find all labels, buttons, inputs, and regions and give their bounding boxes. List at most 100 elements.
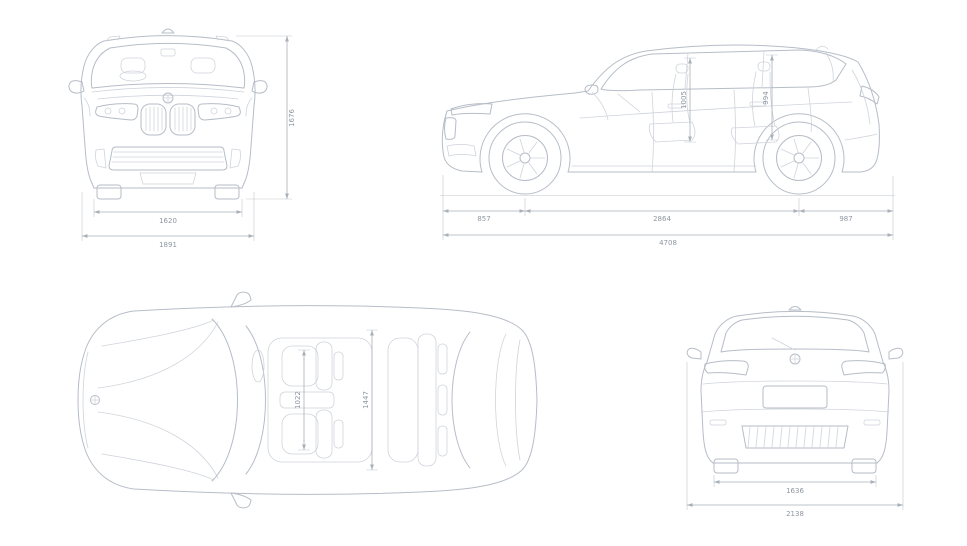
side-view: 1005 994 857 2864 987 4708: [440, 44, 895, 247]
fender-crease-right: [245, 97, 253, 117]
ext-rear-track: [713, 475, 877, 487]
quarter-window-line: [825, 52, 834, 83]
mirror-top-right: [230, 492, 252, 509]
skid-plate: [139, 172, 197, 185]
ext-height: [236, 35, 292, 200]
dim-label-rear-track: 1636: [786, 487, 804, 495]
front-wheel: [488, 121, 562, 195]
mirror-left: [68, 80, 85, 94]
hood-crease-top-1: [101, 319, 215, 347]
headrest-left: [120, 57, 146, 74]
mirror-top-left: [230, 291, 252, 308]
windshield-base-arc: [211, 318, 238, 482]
license-plate-recess: [762, 385, 828, 409]
dim-label-interior-front: 1022: [294, 391, 302, 409]
dim-label-front-width: 1891: [159, 241, 177, 249]
windshield: [90, 43, 246, 89]
intake-slats: [111, 151, 225, 163]
diffuser-hatch: [747, 426, 839, 448]
headrest-right: [190, 57, 216, 74]
headlight-left-ring-1: [104, 107, 112, 115]
side-body-outline: [441, 44, 880, 173]
taillight-side: [859, 85, 880, 105]
tailgate-crease: [702, 380, 888, 385]
character-line: [579, 101, 853, 119]
dim-label-front-height: 1676: [288, 109, 296, 127]
front-tire-right: [214, 184, 240, 200]
rearview-mirror: [160, 48, 176, 57]
rear-bench-top: [387, 333, 448, 467]
rear-tire-right: [851, 458, 877, 474]
front-body-outline: [80, 35, 256, 189]
steering-wheel: [119, 70, 147, 82]
mirror-rear-right: [888, 347, 904, 360]
front-tire-left: [96, 184, 122, 200]
door-handle-front: [667, 103, 685, 109]
rear-window-arc: [451, 331, 471, 469]
rear-view: 1636 2138: [686, 306, 904, 518]
door-handle-rear: [749, 101, 767, 107]
taillight-rear-left: [704, 360, 749, 376]
tailgate-inner: [515, 339, 521, 461]
side-headlight: [450, 103, 493, 116]
dim-label-interior-rear: 1447: [362, 391, 370, 409]
ext-track: [93, 199, 243, 217]
roof-rail-left: [105, 35, 121, 42]
headlight-right-ring-2: [210, 107, 218, 115]
side-intake-left: [95, 148, 107, 169]
bmw-roundel-top-icon: [90, 395, 100, 405]
diffuser: [741, 425, 849, 449]
dim-label-front-track: 1620: [159, 217, 177, 225]
side-bumper-intake: [446, 144, 477, 157]
rear-tire-left: [713, 458, 739, 474]
roof-rail-right: [215, 35, 231, 42]
dim-label-length: 4708: [659, 239, 677, 247]
headlight-left: [95, 103, 139, 121]
dim-label-rear-overhang: 987: [839, 215, 852, 223]
front-view: 1620 1891 1676: [68, 28, 296, 249]
headlight-left-ring-2: [118, 107, 126, 115]
bmw-roundel-rear-icon: [789, 353, 801, 365]
nose-inner-line: [82, 351, 89, 449]
side-kidney-grille: [444, 117, 457, 140]
reflector-right: [863, 419, 881, 426]
ext-side: [442, 175, 894, 240]
rear-wiper: [771, 337, 796, 351]
cowl-line: [91, 87, 245, 93]
rear-wheel: [762, 121, 836, 195]
rear-body-outline: [700, 311, 890, 464]
hatch-inner-line: [851, 69, 871, 125]
top-body-outline: [77, 305, 538, 495]
dim-label-wheelbase: 2864: [653, 215, 671, 223]
tailgate-edge: [495, 333, 507, 467]
front-seats-top: [279, 341, 344, 459]
rear-bumper-line: [844, 133, 878, 141]
dim-label-headroom-rear: 994: [762, 91, 770, 105]
hood-vee-2: [97, 411, 219, 479]
quarter-seam: [807, 87, 812, 133]
side-intake-right: [229, 148, 241, 169]
roof-antenna-side: [815, 45, 829, 51]
rear-window: [720, 315, 870, 353]
kidney-grille: [140, 103, 196, 136]
front-door-seam: [651, 91, 654, 173]
ext-rear-width: [686, 362, 904, 510]
side-mirror: [584, 84, 599, 95]
bumper-top-line: [700, 408, 890, 413]
mirror-right: [251, 80, 268, 94]
taillight-rear-right: [841, 360, 886, 376]
hood-vee-1: [97, 321, 219, 389]
ext-width: [81, 192, 255, 241]
lower-intake: [108, 146, 228, 171]
shark-fin-antenna-icon: [161, 28, 175, 34]
bmw-roundel-icon: [162, 92, 174, 104]
rear-antenna-icon: [788, 306, 802, 311]
headlight-right: [197, 103, 241, 121]
reflector-left: [709, 419, 727, 426]
headlight-right-ring-1: [224, 107, 232, 115]
dim-label-front-overhang: 857: [477, 215, 490, 223]
hood-crease-top-2: [101, 453, 215, 481]
dim-label-rear-width: 2138: [786, 510, 804, 518]
